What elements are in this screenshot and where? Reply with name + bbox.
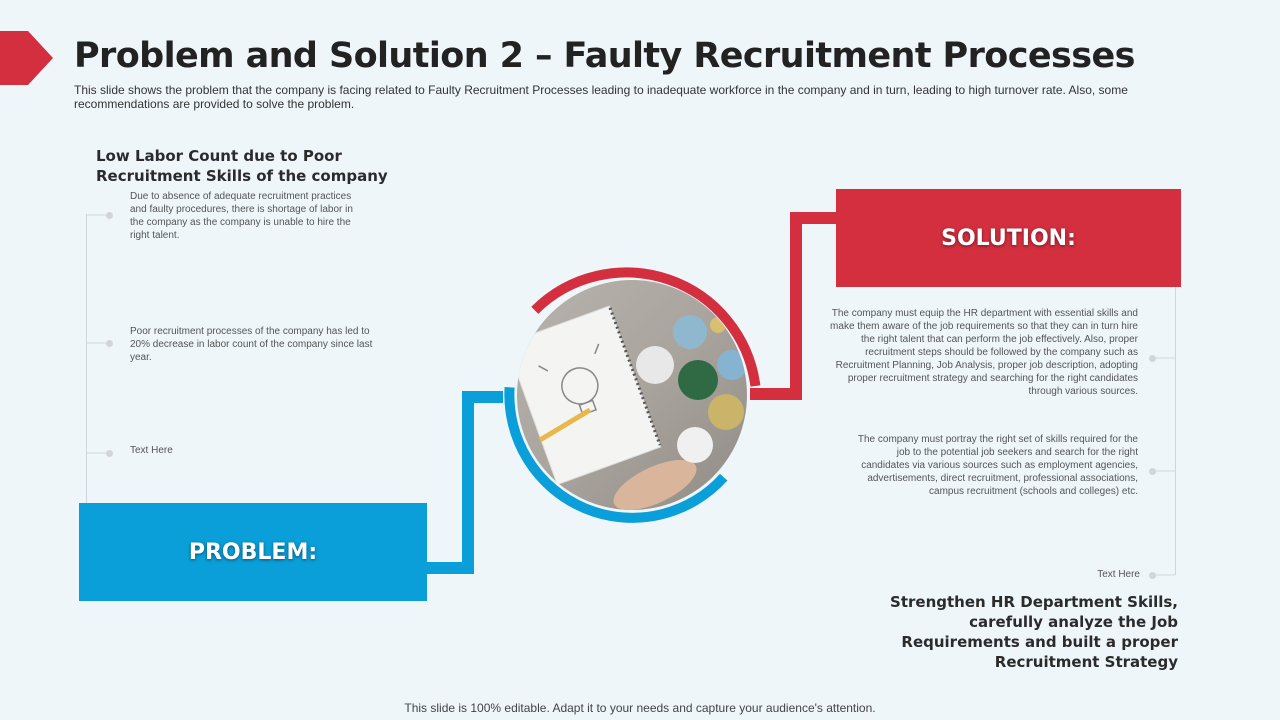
page-subtitle: This slide shows the problem that the co… [74,83,1128,111]
solution-point-1: The company must equip the HR department… [830,308,1138,397]
footer-note: This slide is 100% editable. Adapt it to… [404,701,876,715]
problem-point-1: Due to absence of adequate recruitment p… [130,191,353,241]
problem-heading: Low Labor Count due to Poor Recruitment … [96,147,388,185]
page-title: Problem and Solution 2 – Faulty Recruitm… [74,36,1135,76]
problem-point-2: Poor recruitment processes of the compan… [130,326,373,363]
blue-arc [504,387,728,523]
arrow-chevron-icon [0,31,53,85]
timeline-dot [1149,355,1156,362]
solution-point-3: Text Here [1097,569,1140,580]
timeline-dot [106,212,113,219]
solution-connector [750,212,836,400]
timeline-dot [106,450,113,457]
timeline-dot [1149,468,1156,475]
notebook-lightbulb-photo [517,280,747,510]
problem-point-3: Text Here [130,445,173,456]
timeline-dot [1149,572,1156,579]
problem-connector [427,391,503,574]
red-arc [531,267,761,387]
solution-point-2: The company must portray the right set o… [857,434,1138,497]
solution-heading: Strengthen HR Department Skills, careful… [890,593,1178,671]
problem-box: PROBLEM: [79,503,427,601]
timeline-dot [106,340,113,347]
solution-box: SOLUTION: [836,189,1181,287]
